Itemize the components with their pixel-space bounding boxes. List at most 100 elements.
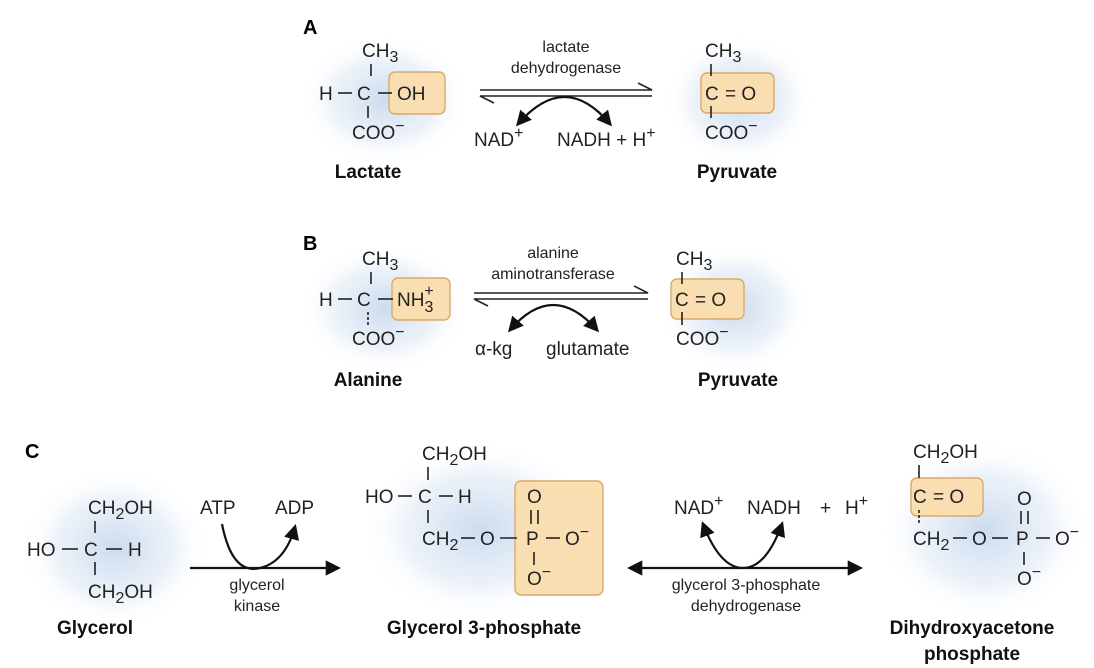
lactate-c: C — [357, 84, 371, 105]
svg-text:NAD+: NAD+ — [674, 493, 723, 519]
section-c-letter: C — [25, 441, 39, 463]
pyruvate-keto-highlight — [670, 278, 745, 320]
enzyme-label-line1: glycerol 3-phosphate — [672, 577, 821, 594]
alanine-glow — [300, 243, 470, 373]
svg-text:NAD+: NAD+ — [474, 125, 523, 151]
reverse-half-arrow — [479, 95, 652, 104]
dhap-eq-o: = O — [933, 487, 964, 508]
alanine-aminotransferase-reaction: alanine aminotransferase α-kg glutamate — [473, 245, 649, 360]
lactate-dehydrogenase-reaction: lactate dehydrogenase NAD+ NADH + H+ — [474, 39, 656, 151]
svg-text:CH2OH: CH2OH — [913, 442, 978, 467]
enzyme-label-line1: lactate — [542, 39, 589, 56]
svg-text:CH2: CH2 — [913, 529, 949, 554]
dhap-p: P — [1016, 529, 1029, 550]
alpha-kg-label: α-kg — [475, 339, 512, 360]
svg-text:CH2OH: CH2OH — [88, 498, 153, 523]
enzyme-label-line2: dehydrogenase — [511, 60, 621, 77]
dhap-label-line1: Dihydroxyacetone — [890, 618, 1055, 639]
glycerol-glow — [20, 468, 210, 628]
lactate-oh: OH — [397, 84, 426, 105]
svg-text:CH2OH: CH2OH — [88, 582, 153, 607]
svg-text:O−: O− — [527, 564, 551, 590]
forward-half-arrow — [474, 285, 649, 294]
glycerol-label: Glycerol — [57, 618, 133, 639]
alanine-label: Alanine — [334, 370, 403, 391]
alanine-c: C — [357, 290, 371, 311]
pyruvate-c: C — [675, 290, 689, 311]
dhap-bridge-o: O — [972, 529, 987, 550]
dhap-phosphoryl-o: O — [1017, 489, 1032, 510]
svg-text:CH3: CH3 — [676, 249, 712, 274]
dihydroxyacetone-phosphate-molecule: CH2OH C = O CH2 O O P O− O− Dihydroxyace… — [880, 440, 1090, 665]
pyruvate-keto-highlight — [700, 72, 775, 114]
svg-text:CH2: CH2 — [422, 529, 458, 554]
pyruvate-eq-o: = O — [725, 84, 756, 105]
cofactor-curved-arrow — [515, 95, 612, 127]
pyruvate-label: Pyruvate — [697, 162, 777, 183]
enzyme-label-line2: kinase — [234, 598, 280, 615]
pyruvate-c: C — [705, 84, 719, 105]
reverse-half-arrow — [473, 298, 648, 307]
lactate-molecule: CH3 H C OH COO− Lactate — [300, 35, 470, 183]
cofactor-curved-arrow — [507, 304, 600, 333]
glycerol-c: C — [84, 540, 98, 561]
cofactor-curved-arrow — [700, 521, 786, 570]
g3p-dehydrogenase-reaction: NAD+ NADH + H+ glycerol 3-phosphate dehy… — [626, 493, 868, 615]
svg-text:CH3: CH3 — [362, 249, 398, 274]
forward-half-arrow — [480, 82, 653, 91]
g3p-h: H — [458, 487, 472, 508]
alanine-molecule: CH3 H C NH3+ COO− Alanine — [300, 243, 470, 391]
svg-text:O−: O− — [1055, 524, 1079, 550]
g3p-label: Glycerol 3-phosphate — [387, 618, 581, 639]
g3p-phosphoryl-o: O — [527, 487, 542, 508]
atp-label: ATP — [200, 498, 236, 519]
g3p-p: P — [526, 529, 539, 550]
enzyme-label-line2: dehydrogenase — [691, 598, 801, 615]
section-a: A CH3 H C OH COO− Lactate lactate dehydr… — [300, 17, 815, 183]
nadh-label: NADH — [747, 498, 801, 519]
section-c: C CH2OH HO C H CH2OH Glycerol ATP ADP gl… — [20, 440, 1090, 665]
section-a-letter: A — [303, 17, 317, 39]
glycerol-kinase-reaction: ATP ADP glycerol kinase — [190, 498, 342, 615]
enzyme-label-line1: glycerol — [229, 577, 284, 594]
svg-text:O−: O− — [565, 524, 589, 550]
glycerol-h: H — [128, 540, 142, 561]
g3p-bridge-o: O — [480, 529, 495, 550]
svg-text:NADH + H+: NADH + H+ — [557, 125, 656, 151]
dhap-label-line2: phosphate — [924, 644, 1020, 665]
pyruvate-molecule-b: CH3 C = O COO− Pyruvate — [660, 243, 810, 391]
section-b: B CH3 H C NH3+ COO− Alanine alanine amin… — [300, 233, 810, 391]
svg-text:COO−: COO− — [352, 118, 405, 144]
svg-text:CH2OH: CH2OH — [422, 444, 487, 469]
svg-text:COO−: COO− — [676, 324, 729, 350]
svg-text:H+: H+ — [845, 493, 868, 519]
lactate-label: Lactate — [335, 162, 402, 183]
glycerol-molecule: CH2OH HO C H CH2OH Glycerol — [20, 468, 210, 639]
lactate-glow — [300, 35, 470, 165]
plus-label: + — [820, 498, 831, 519]
svg-text:COO−: COO− — [705, 118, 758, 144]
pyruvate-molecule-a: CH3 C = O COO− Pyruvate — [665, 35, 815, 183]
alanine-h: H — [319, 290, 333, 311]
svg-text:O−: O− — [1017, 564, 1041, 590]
enzyme-label-line2: aminotransferase — [491, 266, 615, 283]
g3p-ho: HO — [365, 487, 394, 508]
svg-text:CH3: CH3 — [362, 41, 398, 66]
section-b-letter: B — [303, 233, 317, 255]
atp-adp-curved-arrow — [220, 523, 300, 570]
glutamate-label: glutamate — [546, 339, 629, 360]
svg-text:NH3+: NH3+ — [397, 283, 434, 316]
svg-text:COO−: COO− — [352, 324, 405, 350]
glycerol-ho: HO — [27, 540, 56, 561]
lactate-h: H — [319, 84, 333, 105]
svg-text:CH3: CH3 — [705, 41, 741, 66]
pyruvate-label: Pyruvate — [698, 370, 778, 391]
dhap-c: C — [913, 487, 927, 508]
enzyme-label-line1: alanine — [527, 245, 579, 262]
adp-label: ADP — [275, 498, 314, 519]
pyruvate-eq-o: = O — [695, 290, 726, 311]
g3p-c: C — [418, 487, 432, 508]
dhap-keto-highlight — [910, 477, 984, 517]
glycerol-3-phosphate-molecule: CH2OH HO C H CH2 O O P O− O− Glycerol 3-… — [360, 440, 604, 639]
